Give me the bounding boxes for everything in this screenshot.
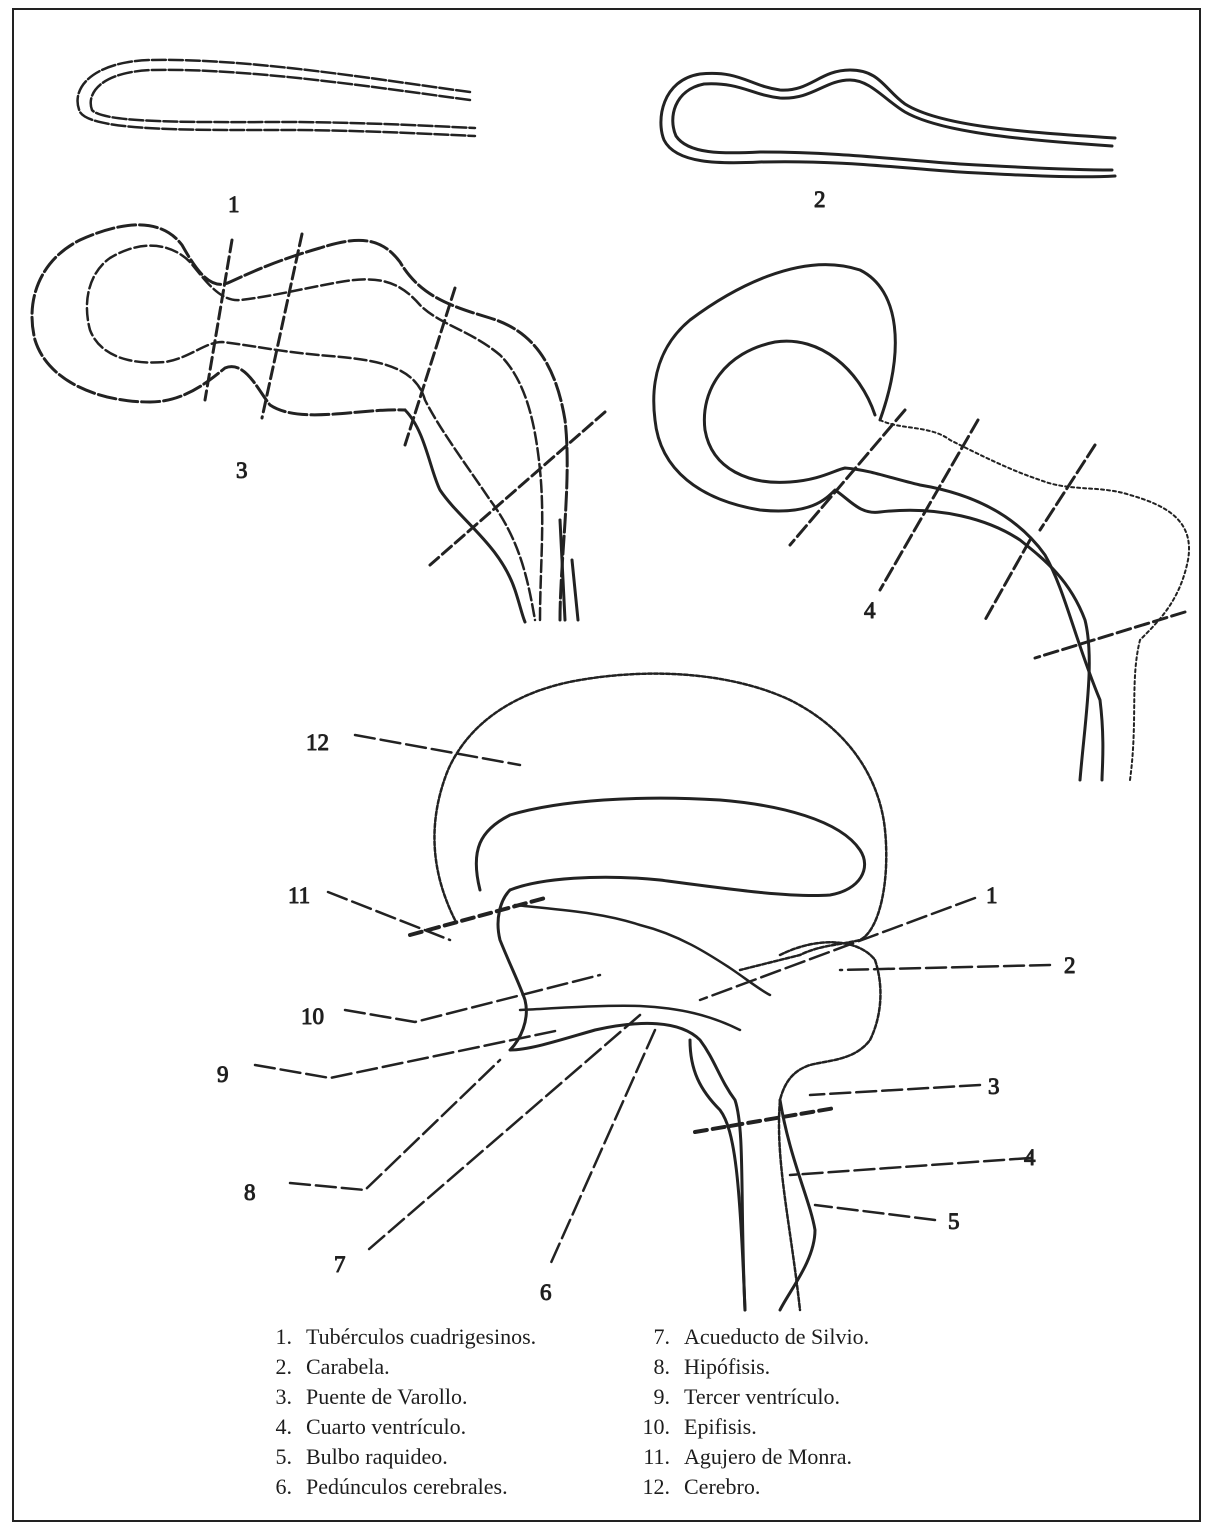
callout-1: 1 [986,883,998,908]
legend-number: 6. [240,1472,306,1502]
legend-number: 8. [618,1352,684,1382]
legend-text: Cuarto ventrículo. [306,1412,466,1442]
legend-item: 6.Pedúnculos cerebrales. [240,1472,600,1502]
legend-number: 3. [240,1382,306,1412]
legend-text: Puente de Varollo. [306,1382,468,1412]
callout-10: 10 [301,1004,324,1029]
callout-11: 11 [288,883,310,908]
callout-3: 3 [988,1074,1000,1099]
legend-text: Pedúnculos cerebrales. [306,1472,508,1502]
legend-number: 7. [618,1322,684,1352]
legend-text: Tercer ventrículo. [684,1382,840,1412]
legend-text: Epifisis. [684,1412,757,1442]
legend-number: 2. [240,1352,306,1382]
legend-text: Hipófisis. [684,1352,770,1382]
legend-item: 1.Tubérculos cuadrigesinos. [240,1322,600,1352]
stage-label-1: 1 [228,192,240,217]
legend-text: Cerebro. [684,1472,760,1502]
legend-item: 3.Puente de Varollo. [240,1382,600,1412]
callout-8: 8 [244,1180,256,1205]
stage-label-3: 3 [236,458,248,483]
legend-number: 10. [618,1412,684,1442]
final-brain-diagram [255,674,1050,1310]
legend-item: 11.Agujero de Monra. [618,1442,978,1472]
cerebellum-outline [779,942,880,1310]
stage-1-neural-tube [78,60,475,136]
stage-2-vesicles [661,70,1115,177]
legend-number: 9. [618,1382,684,1412]
legend-item: 4.Cuarto ventrículo. [240,1412,600,1442]
callout-9: 9 [217,1062,229,1087]
callout-2: 2 [1064,953,1076,978]
legend-item: 9.Tercer ventrículo. [618,1382,978,1412]
legend-item: 10.Epifisis. [618,1412,978,1442]
legend-item: 7.Acueducto de Silvio. [618,1322,978,1352]
legend-right-column: 7.Acueducto de Silvio. 8.Hipófisis. 9.Te… [618,1322,978,1502]
legend-left-column: 1.Tubérculos cuadrigesinos. 2.Carabela. … [240,1322,600,1502]
legend-number: 1. [240,1322,306,1352]
legend-text: Bulbo raquideo. [306,1442,448,1472]
leader-lines [255,735,1050,1265]
stage-3-flexed-tube [32,225,605,622]
callout-7: 7 [334,1252,346,1277]
legend-item: 8.Hipófisis. [618,1352,978,1382]
legend-text: Agujero de Monra. [684,1442,852,1472]
legend-number: 12. [618,1472,684,1502]
legend-number: 4. [240,1412,306,1442]
legend-text: Tubérculos cuadrigesinos. [306,1322,536,1352]
legend-number: 11. [618,1442,684,1472]
stage-4-brain-vesicles [654,265,1189,780]
callout-12: 12 [306,730,329,755]
legend-text: Carabela. [306,1352,390,1382]
legend-item: 5.Bulbo raquideo. [240,1442,600,1472]
legend-number: 5. [240,1442,306,1472]
stage-label-4: 4 [864,598,876,623]
ventricle-outline [515,905,770,1030]
legend-item: 2.Carabela. [240,1352,600,1382]
callout-5: 5 [948,1209,960,1234]
callout-4: 4 [1024,1145,1036,1170]
legend-text: Acueducto de Silvio. [684,1322,869,1352]
callout-6: 6 [540,1280,552,1305]
dashed-markers [410,898,835,1132]
stage-label-2: 2 [814,187,826,212]
cerebral-inner-curve [476,798,864,895]
legend-item: 12.Cerebro. [618,1472,978,1502]
